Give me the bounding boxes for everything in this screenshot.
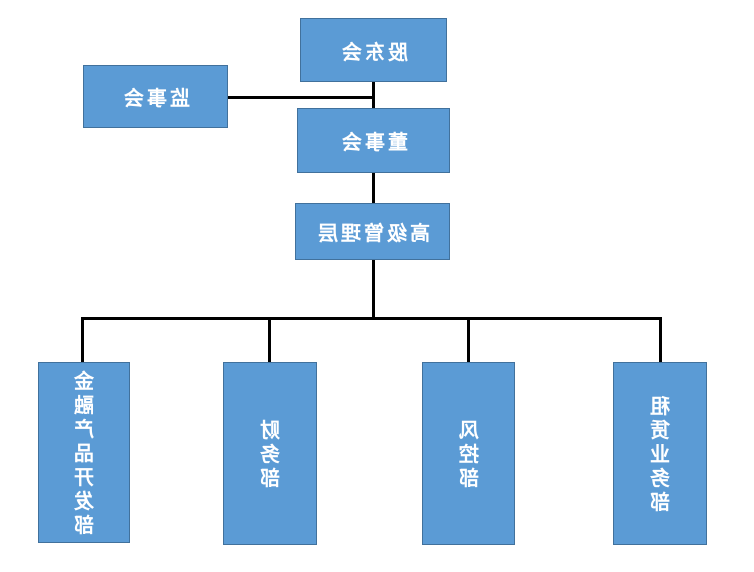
node-supervisory-label: 监事会 [121, 86, 190, 110]
node-board-label: 董事会 [339, 130, 408, 154]
node-dept-product-label: 金融产品开发部 [74, 368, 94, 537]
node-dept-finance-label: 财务部 [260, 417, 280, 490]
node-dept-leasing-business: 租赁业务部 [613, 362, 707, 545]
node-senior-management: 高级管理层 [295, 203, 450, 260]
node-shareholders-label: 股东会 [339, 39, 408, 64]
connector-drop-dept-leasing [659, 317, 662, 363]
node-senior-mgmt-label: 高级管理层 [315, 221, 430, 245]
node-dept-risk-label: 风控部 [458, 417, 479, 490]
connector-drop-dept-risk [467, 317, 470, 363]
node-dept-risk-control: 风控部 [422, 362, 515, 545]
connector-seniormgmt-bus [372, 260, 375, 318]
node-dept-financial-product-dev: 金融产品开发部 [38, 362, 130, 543]
connector-supervisory-branch [228, 96, 375, 99]
connector-bus-horizontal [81, 317, 662, 320]
connector-shareholders-board [372, 82, 375, 109]
node-supervisory-board: 监事会 [83, 65, 228, 128]
node-shareholders-meeting: 股东会 [300, 18, 447, 82]
node-dept-finance: 财务部 [223, 362, 317, 545]
node-dept-leasing-label: 租赁业务部 [650, 393, 670, 514]
connector-drop-dept-finance [268, 317, 271, 363]
connector-drop-dept-product [81, 317, 84, 363]
node-board-of-directors: 董事会 [297, 108, 450, 173]
connector-board-seniormgmt [372, 173, 375, 204]
